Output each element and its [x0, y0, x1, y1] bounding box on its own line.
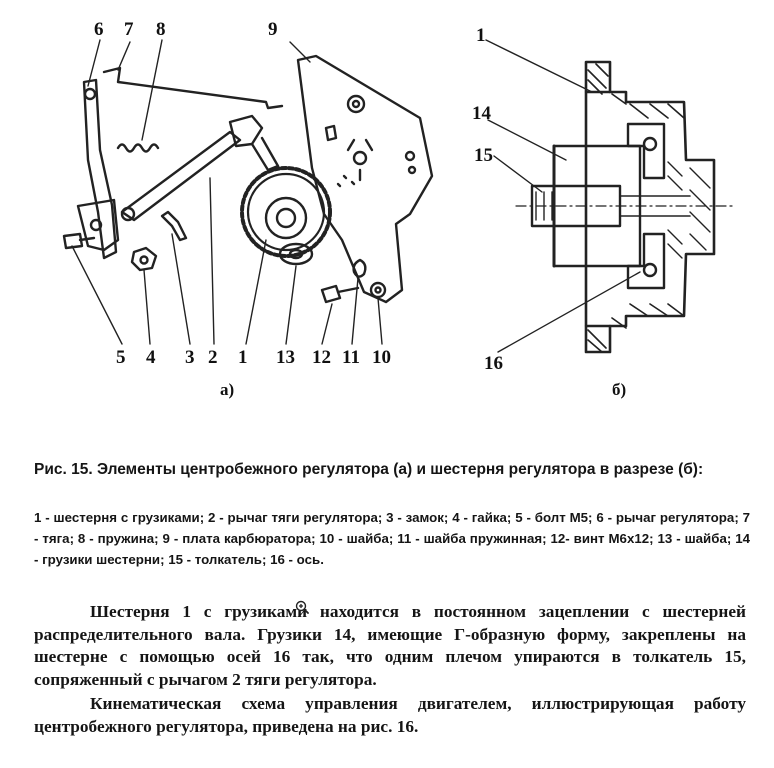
panel-a-label: а) [220, 380, 235, 399]
zoom-in-icon[interactable] [295, 600, 309, 614]
callout-4: 4 [146, 347, 156, 368]
callout-11: 11 [342, 347, 360, 368]
callout-b-1: 1 [476, 25, 486, 46]
carburetor-plate [296, 54, 434, 304]
figure-15: 6 7 8 9 5 4 3 2 1 13 12 11 10 1 14 15 16… [62, 19, 737, 399]
callout-b-16: 16 [484, 353, 503, 374]
callout-9: 9 [268, 19, 278, 40]
panel-b-label: б) [612, 380, 627, 399]
regulator-lever [82, 78, 118, 260]
callout-5: 5 [116, 347, 126, 368]
callout-6: 6 [94, 19, 104, 40]
callout-13: 13 [276, 347, 295, 368]
mechanism-drawing [62, 39, 737, 354]
callout-b-15: 15 [474, 145, 493, 166]
callout-3: 3 [185, 347, 195, 368]
callout-7: 7 [124, 19, 134, 40]
callout-12: 12 [312, 347, 331, 368]
body-paragraph-2: Кинематическая схема управления двигател… [34, 694, 746, 736]
figure-caption-title: Рис. 15. Элементы центробежного регулято… [34, 461, 704, 478]
callout-10: 10 [372, 347, 391, 368]
callout-b-14: 14 [472, 103, 491, 124]
callout-1: 1 [238, 347, 248, 368]
body-paragraph-1: Шестерня 1 с грузиками находится в посто… [34, 602, 746, 689]
figure-legend: 1 - шестерня с грузиками; 2 - рычаг тяги… [34, 510, 750, 567]
callout-2: 2 [208, 347, 218, 368]
callout-8: 8 [156, 19, 166, 40]
